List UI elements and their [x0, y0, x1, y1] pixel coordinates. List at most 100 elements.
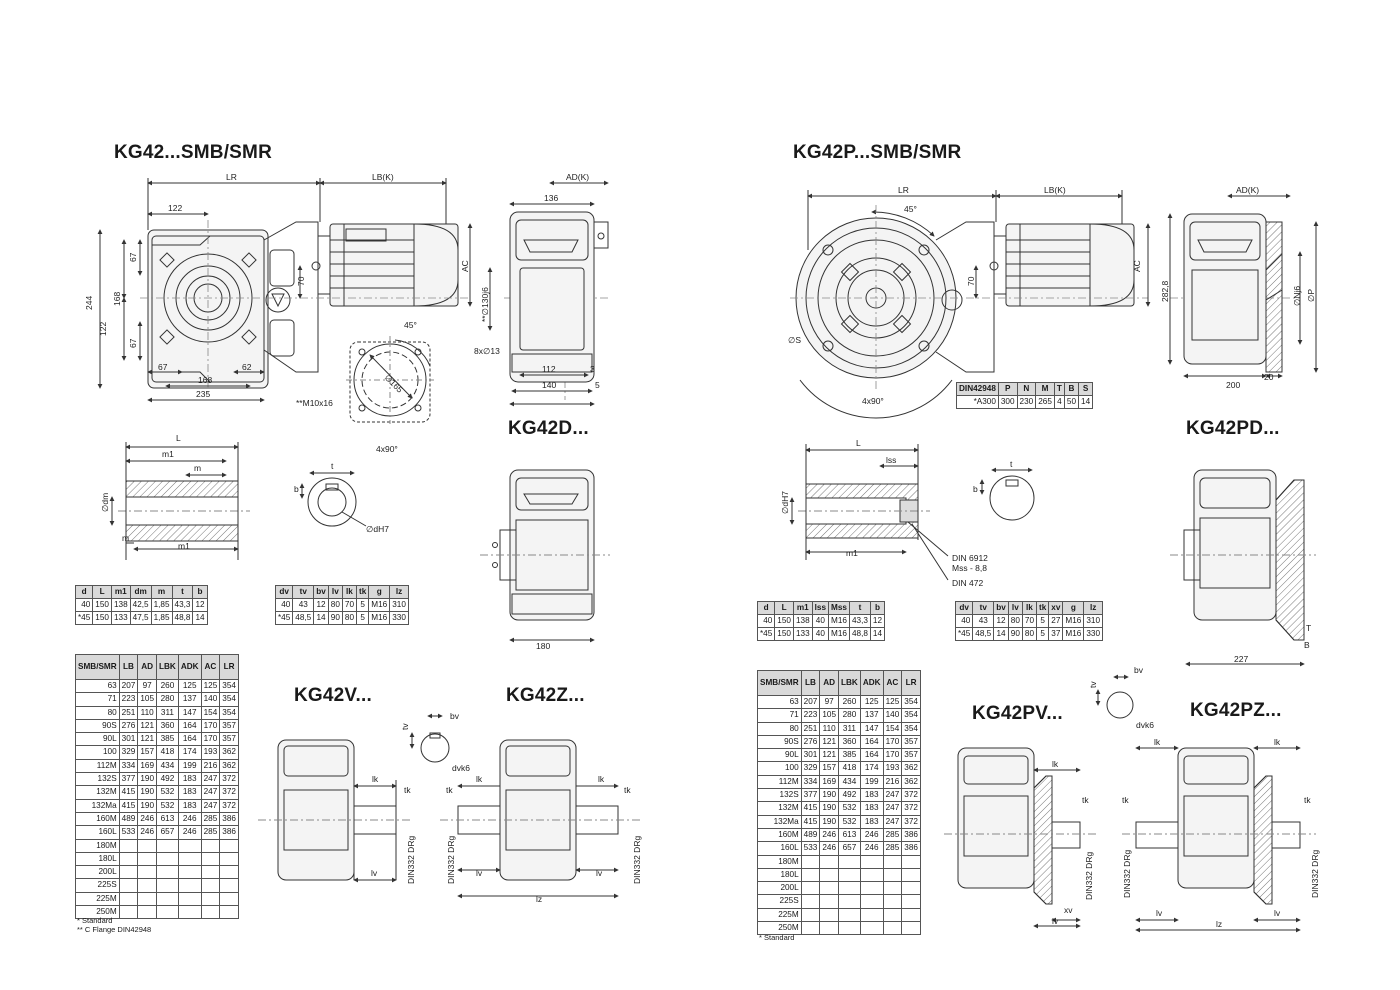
dim-5: 5: [595, 380, 600, 390]
table-cell: 354: [219, 678, 239, 694]
table-cell: 183: [859, 801, 884, 816]
table-cell: 14: [1078, 395, 1094, 409]
table-cell: 276: [800, 734, 821, 750]
table-cell: 386: [901, 841, 921, 856]
col-ad: AD: [137, 654, 158, 680]
table-cell: 200L: [75, 865, 120, 880]
table-cell: 280: [156, 692, 179, 707]
table-cell: [137, 878, 158, 893]
table-cell: [219, 851, 239, 867]
dim-165: ∅165: [383, 372, 406, 395]
dim-tk-pv: tk: [1082, 795, 1089, 805]
table-cell: 170: [882, 748, 903, 763]
col-d: d: [756, 601, 776, 615]
table-cell: 285: [882, 841, 903, 856]
table-cell: 301: [118, 732, 139, 747]
table-cell: 276: [118, 718, 139, 734]
table-row: 40 43 12 80 70 5 M16 310: [274, 598, 409, 612]
table-cell: 169: [819, 774, 840, 790]
right-variant-pz-title: KG42PZ...: [1190, 700, 1282, 721]
table-cell: 150: [92, 611, 112, 625]
table-cell: 5: [1036, 614, 1050, 628]
left-hollow-shaft: [109, 442, 250, 560]
table-cell: [819, 894, 840, 909]
dim-mss: Mss - 8,8: [952, 563, 987, 573]
table-cell: [838, 854, 861, 869]
dim-m-bot: m: [122, 533, 129, 543]
table-cell: 532: [838, 801, 861, 816]
table-cell: 329: [800, 761, 821, 776]
dim-tk-pz2: tk: [1304, 795, 1311, 805]
left-front-view: [147, 221, 459, 389]
table-cell: 193: [882, 761, 903, 776]
table-cell: 190: [819, 814, 840, 829]
right-variant-pd-title: KG42PD...: [1186, 418, 1280, 439]
dim-m1-bot: m1: [178, 541, 190, 551]
table-cell: 354: [901, 708, 921, 723]
dim-70: 70: [296, 276, 306, 286]
table-cell: [177, 891, 202, 907]
table-cell: 97: [819, 694, 840, 710]
dim-tv-r: tv: [1088, 681, 1098, 688]
col-P: P: [997, 382, 1018, 396]
table-cell: [137, 891, 158, 907]
table-cell: 613: [156, 811, 179, 827]
table-cell: [200, 891, 221, 907]
col-N: N: [1016, 382, 1037, 396]
table-cell: 190: [819, 801, 840, 816]
dim-45-r: 45°: [904, 204, 917, 214]
kg42pd-view: [1170, 469, 1316, 667]
dim-282-r: 282,8: [1160, 280, 1170, 302]
table-cell: 357: [901, 748, 921, 763]
table-cell: [859, 854, 884, 869]
table-cell: 250M: [757, 921, 802, 936]
table-cell: [800, 854, 821, 869]
table-cell: M16: [828, 627, 850, 641]
table-cell: 80: [75, 705, 120, 720]
table-cell: 193: [200, 745, 221, 760]
table-cell: 362: [901, 761, 921, 776]
table-cell: 180L: [75, 851, 120, 867]
table-cell: 533: [800, 841, 821, 856]
table-cell: [819, 854, 840, 869]
table-cell: 354: [219, 692, 239, 707]
col-m1: m1: [792, 601, 813, 615]
table-cell: [200, 905, 221, 920]
table-cell: [901, 907, 921, 923]
dim-lz-r: lz: [1216, 919, 1222, 929]
table-row: *A300 300 230 265 4 50 14: [956, 395, 1094, 409]
dim-20-r: 20: [1264, 372, 1274, 382]
table-header-row: dv tv bv lv lk tk xv g lz: [954, 601, 1104, 615]
table-cell: 230: [1016, 395, 1037, 409]
table-cell: 132S: [757, 788, 802, 803]
dim-67-c: 67: [158, 362, 168, 372]
table-cell: 285: [200, 825, 221, 840]
table-cell: 533: [118, 825, 139, 840]
left-output-table: dv tv bv lv lk tk g lz 40 43 12 80 70 5 …: [274, 585, 409, 625]
table-cell: [859, 867, 884, 883]
table-cell: 372: [219, 798, 239, 813]
col-lb: LB: [118, 654, 139, 680]
col-lr: LR: [901, 670, 921, 696]
table-cell: [200, 851, 221, 867]
right-note-standard: * Standard: [759, 933, 795, 942]
table-cell: 40: [811, 614, 830, 628]
table-cell: 199: [859, 774, 884, 790]
flange-detail: [346, 336, 434, 424]
table-cell: 90L: [757, 748, 802, 763]
table-cell: M16: [368, 598, 391, 612]
table-cell: [800, 907, 821, 923]
table-cell: [219, 878, 239, 893]
table-cell: 183: [177, 772, 202, 787]
table-cell: [118, 865, 139, 880]
table-cell: [901, 867, 921, 883]
table-cell: [819, 907, 840, 923]
table-cell: 40: [811, 627, 830, 641]
table-cell: 265: [1035, 395, 1055, 409]
col-lv: lv: [1007, 601, 1023, 615]
dim-L-r: L: [856, 438, 861, 448]
table-cell: 1,85: [150, 611, 173, 625]
